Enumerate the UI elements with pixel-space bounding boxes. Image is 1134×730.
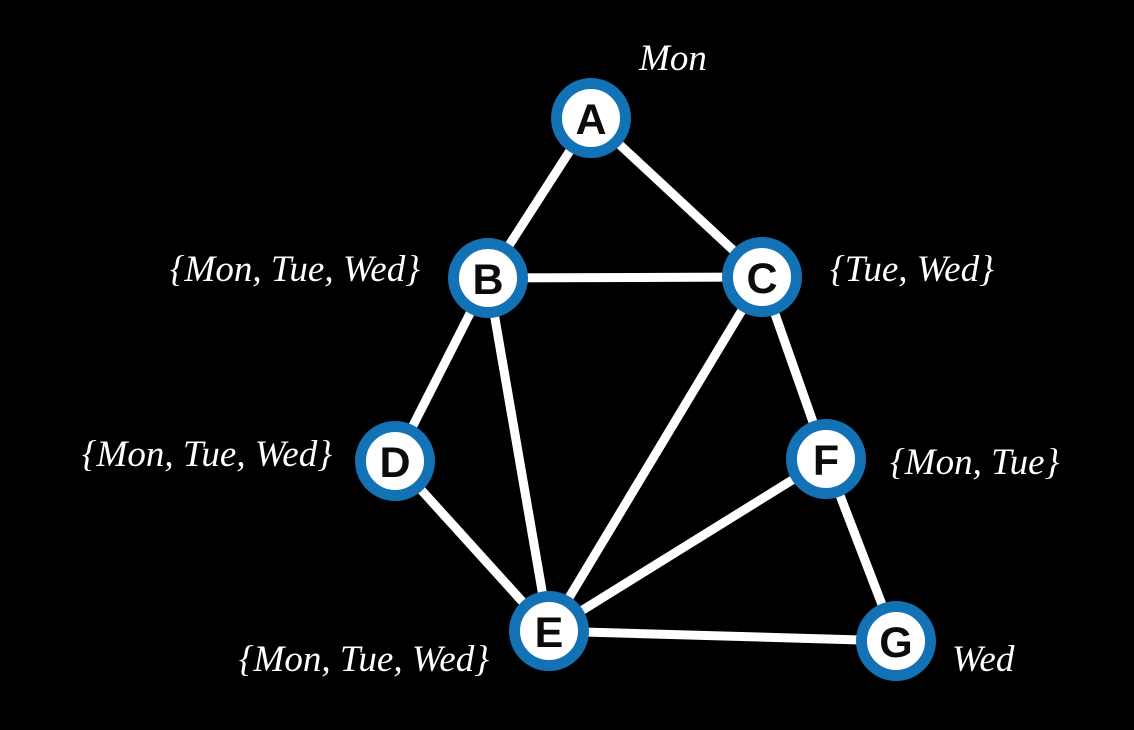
node-G-letter: G xyxy=(879,619,912,667)
node-D-circle[interactable] xyxy=(355,421,435,501)
node-B-letter: B xyxy=(472,256,503,304)
node-D[interactable]: D xyxy=(355,421,435,501)
node-C-letter: C xyxy=(746,255,777,303)
node-F-letter: F xyxy=(813,437,839,485)
edge-C-E xyxy=(544,272,767,636)
node-E[interactable]: E xyxy=(509,591,589,671)
node-D-letter: D xyxy=(379,439,410,487)
label-D-days: {Mon, Tue, Wed} xyxy=(82,434,332,475)
label-C-days: {Tue, Wed} xyxy=(830,249,994,290)
node-B[interactable]: B xyxy=(448,238,528,318)
node-F-circle[interactable] xyxy=(786,419,866,499)
node-F[interactable]: F xyxy=(786,419,866,499)
label-E-days: {Mon, Tue, Wed} xyxy=(239,639,489,680)
node-B-circle[interactable] xyxy=(448,238,528,318)
label-F-days: {Mon, Tue} xyxy=(890,442,1060,483)
node-C-circle[interactable] xyxy=(722,237,802,317)
node-G[interactable]: G xyxy=(856,601,936,681)
node-E-circle[interactable] xyxy=(509,591,589,671)
node-C[interactable]: C xyxy=(722,237,802,317)
label-B-days: {Mon, Tue, Wed} xyxy=(170,249,420,290)
node-G-circle[interactable] xyxy=(856,601,936,681)
edge-E-F xyxy=(544,454,831,636)
label-G-days: Wed xyxy=(952,639,1015,680)
node-A-letter: A xyxy=(575,96,606,144)
edge-B-E xyxy=(483,273,554,636)
edge-E-G xyxy=(544,626,901,646)
edge-B-C xyxy=(483,272,767,283)
node-A[interactable]: A xyxy=(551,78,631,158)
edge-layer xyxy=(390,113,901,646)
label-A-days: Mon xyxy=(638,38,707,79)
node-A-circle[interactable] xyxy=(551,78,631,158)
node-E-letter: E xyxy=(535,609,564,657)
